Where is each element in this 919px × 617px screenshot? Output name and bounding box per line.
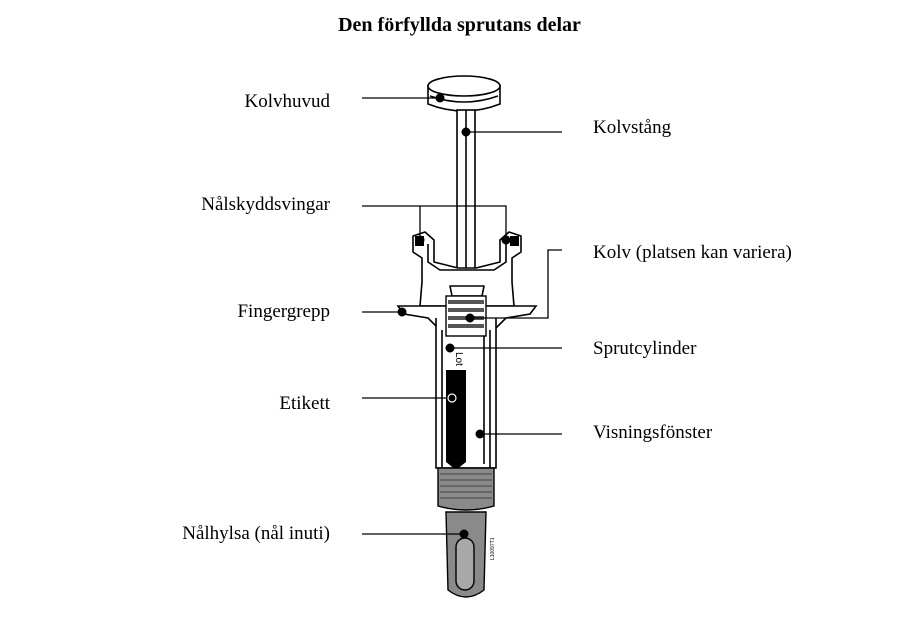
plunger-stopper-shape bbox=[445, 295, 487, 337]
threaded-collar-shape bbox=[437, 467, 495, 511]
label-viewing-window: Visningsfönster bbox=[593, 422, 713, 443]
figure-code: L10097T1 bbox=[490, 537, 496, 560]
label-finger-grip: Fingergrepp bbox=[237, 301, 330, 322]
leader-lines bbox=[362, 97, 562, 535]
label-shape bbox=[446, 370, 466, 470]
label-plunger-rod: Kolvstång bbox=[593, 117, 672, 138]
label-plunger: Kolv (platsen kan variera) bbox=[593, 242, 792, 263]
label-plunger-head: Kolvhuvud bbox=[244, 91, 331, 112]
label-syringe-barrel: Sprutcylinder bbox=[593, 338, 697, 359]
label-needle-cap: Nålhylsa (nål inuti) bbox=[182, 523, 330, 544]
leader-dots bbox=[397, 93, 511, 539]
lot-text: Lot bbox=[453, 352, 464, 366]
plunger-head-shape bbox=[427, 75, 501, 112]
label-needle-guard-wings: Nålskyddsvingar bbox=[201, 194, 330, 215]
diagram-title: Den förfyllda sprutans delar bbox=[338, 14, 581, 36]
label-label: Etikett bbox=[279, 393, 330, 414]
needle-cap-shape bbox=[445, 511, 487, 598]
